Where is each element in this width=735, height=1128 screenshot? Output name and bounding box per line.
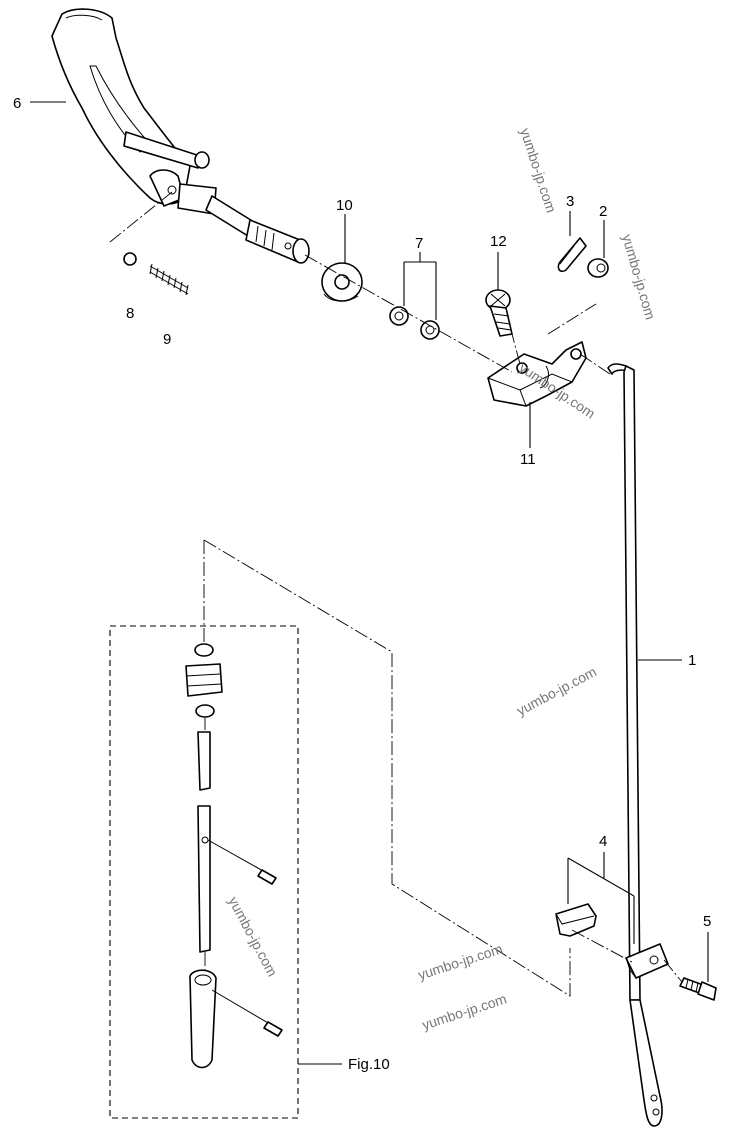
assembly-lines <box>109 191 683 997</box>
callout-labels: 6 10 7 12 3 2 8 9 11 1 4 5 Fig.10 <box>13 95 711 1073</box>
part-4-clamp <box>555 903 669 979</box>
fig10-frame <box>109 625 299 1119</box>
callout-10: 10 <box>336 197 353 214</box>
part-7-washers <box>389 306 440 340</box>
watermark: yumbo-jp.com <box>619 232 659 321</box>
callout-4: 4 <box>599 833 607 850</box>
part-10-washer <box>321 262 363 302</box>
callout-3: 3 <box>566 193 574 210</box>
part-6-lever <box>51 8 210 207</box>
part-5-bolt <box>679 977 717 1001</box>
callout-12: 12 <box>490 233 507 250</box>
watermark: yumbo-jp.com <box>416 940 505 982</box>
part-1-rod <box>607 363 663 1127</box>
part-9-spring <box>149 263 189 296</box>
part-8-ball <box>123 252 137 266</box>
watermark: yumbo-jp.com <box>514 663 599 718</box>
callout-6: 6 <box>13 95 21 112</box>
watermark: yumbo-jp.com <box>420 990 509 1032</box>
watermark: yumbo-jp.com <box>225 894 280 979</box>
figure-reference: Fig.10 <box>348 1056 390 1073</box>
part-6-shaft <box>177 183 310 264</box>
part-3-pin <box>557 237 587 273</box>
callout-8: 8 <box>126 305 134 322</box>
callout-1: 1 <box>688 652 696 669</box>
part-12-screw <box>485 289 513 337</box>
watermark: yumbo-jp.com <box>517 126 559 215</box>
callout-9: 9 <box>163 331 171 348</box>
leader-lines <box>30 101 709 1065</box>
callout-11: 11 <box>520 451 536 468</box>
callout-5: 5 <box>703 913 711 930</box>
part-2-ring <box>587 258 609 278</box>
fig10-parts <box>185 643 283 1069</box>
callout-7: 7 <box>415 235 423 252</box>
callout-2: 2 <box>599 203 607 220</box>
